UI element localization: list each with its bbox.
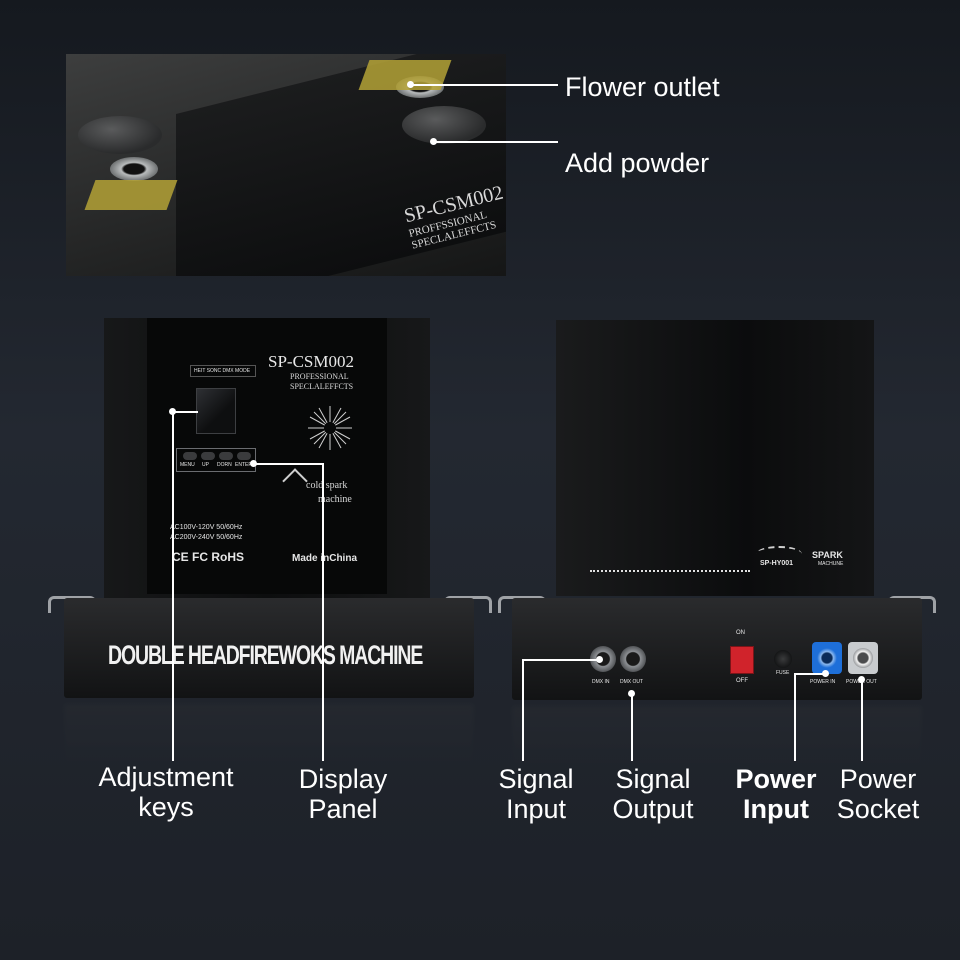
down-key[interactable]	[219, 452, 233, 460]
power-out-ring	[853, 648, 873, 668]
signal-output-label-2: Output	[612, 794, 694, 824]
display-panel-label: Display Panel	[284, 764, 402, 824]
front-reflection	[64, 704, 474, 774]
key-label-menu: MENU	[180, 462, 195, 468]
spark-burst-icon	[756, 546, 802, 562]
signal-output-label: Signal Output	[598, 764, 708, 824]
power-input-label-1: Power	[735, 764, 817, 794]
front-model: SP-CSM002	[268, 352, 354, 371]
starburst-logo	[308, 406, 352, 450]
dmx-out-connector[interactable]	[620, 646, 646, 672]
key-label-down: DORN	[217, 462, 232, 468]
brand-line1: cold spark	[306, 480, 348, 491]
front-line1: PROFESSIONAL	[290, 372, 349, 381]
power-switch[interactable]	[730, 646, 754, 674]
power-in-label: POWER IN	[810, 679, 836, 685]
rear-brand-sub: MACHUNE	[818, 561, 844, 567]
machine-side-face	[176, 54, 506, 276]
key-label-up: UP	[202, 462, 209, 468]
cert-marks: CE FC RoHS	[172, 550, 244, 564]
display-panel-marker	[250, 460, 257, 467]
signal-input-label-1: Signal	[498, 764, 574, 794]
top-photo: SP-CSM002 PROFFSSIONAL SPECLALEFFCTS	[66, 54, 506, 276]
signal-input-leader-h	[522, 659, 598, 661]
add-powder-leader	[434, 141, 558, 143]
display-panel-label-1: Display	[298, 764, 388, 794]
warning-sticker-left	[84, 180, 178, 210]
display-panel-leader-v	[322, 463, 324, 761]
power-input-leader-v	[794, 673, 796, 761]
signal-output-label-1: Signal	[615, 764, 691, 794]
flower-outlet-left	[110, 157, 158, 181]
power-input-label-2: Input	[743, 794, 809, 824]
dmx-out-label: DMX OUT	[620, 679, 644, 685]
signal-input-leader-v	[522, 659, 524, 761]
adjustment-keys-label: Adjustment keys	[88, 762, 244, 822]
made-in: Made inChina	[292, 553, 358, 564]
signal-input-marker	[596, 656, 603, 663]
power-socket-label: Power Socket	[824, 764, 932, 824]
add-powder-label: Add powder	[565, 148, 710, 178]
power-in-ring	[817, 648, 837, 668]
power-socket-label-1: Power	[839, 764, 917, 794]
display-panel	[196, 388, 236, 434]
adjustment-keys-label-2: keys	[138, 792, 194, 822]
signal-input-label-2: Input	[505, 794, 567, 824]
voltage-2: AC200V-240V 50/60Hz	[170, 534, 243, 541]
rear-brand: SPARK	[812, 550, 843, 560]
power-socket-leader	[861, 679, 863, 761]
fuse-label: FUSE	[776, 670, 790, 676]
power-input-leader-h	[794, 673, 824, 675]
power-input-label: Power Input	[720, 764, 832, 824]
powder-lid-right	[402, 106, 486, 144]
rear-cabinet	[556, 320, 874, 596]
display-panel-leader-h	[254, 463, 324, 465]
dmx-in-label: DMX IN	[592, 679, 610, 685]
switch-on-label: ON	[736, 630, 745, 636]
power-out-connector[interactable]	[848, 642, 878, 674]
fuse-holder[interactable]	[774, 650, 792, 668]
display-panel-label-2: Panel	[308, 794, 378, 824]
front-base	[64, 598, 474, 698]
adjustment-keys-leader-h	[172, 411, 198, 413]
power-socket-label-2: Socket	[836, 794, 920, 824]
adjustment-keys: MENU UP DORN ENTER	[176, 448, 256, 472]
enter-key[interactable]	[237, 452, 251, 460]
base-title: DOUBLE HEADFIREWOKS MACHINE	[108, 640, 423, 670]
adjustment-keys-leader-v	[172, 411, 174, 761]
key-label-enter: ENTER	[235, 462, 252, 468]
mode-strip: HEIT SONC DMX MODE	[190, 365, 256, 377]
flower-outlet-marker	[407, 81, 414, 88]
voltage-1: AC100V-120V 50/60Hz	[170, 524, 243, 531]
brand-line2: machine	[318, 494, 352, 505]
adjustment-keys-label-1: Adjustment	[98, 762, 234, 792]
add-powder-marker	[430, 138, 437, 145]
flower-outlet-label: Flower outlet	[565, 72, 720, 102]
up-key[interactable]	[201, 452, 215, 460]
switch-off-label: OFF	[736, 678, 748, 684]
rear-reflection	[512, 706, 922, 776]
dotted-strip	[590, 570, 750, 572]
menu-key[interactable]	[183, 452, 197, 460]
flower-outlet-leader	[411, 84, 558, 86]
signal-output-leader	[631, 693, 633, 761]
power-input-marker	[822, 670, 829, 677]
powder-lid-left	[78, 116, 162, 154]
rear-model: SP-HY001	[760, 560, 794, 567]
front-line2: SPECLALEFFCTS	[290, 382, 354, 391]
power-in-connector[interactable]	[812, 642, 842, 674]
signal-input-label: Signal Input	[486, 764, 586, 824]
